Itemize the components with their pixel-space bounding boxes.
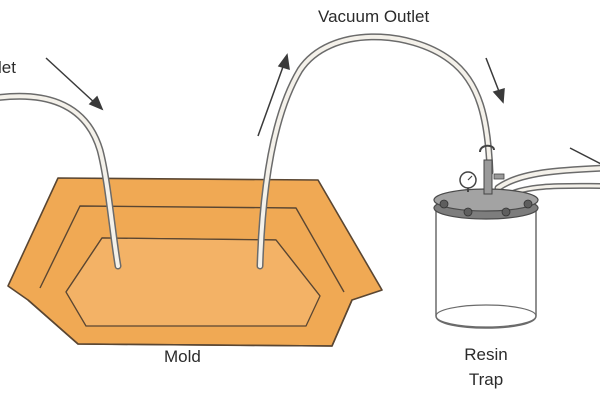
mold-inner-rim [39, 205, 345, 293]
inlet-tube-core [0, 94, 120, 268]
resin-trap [433, 144, 539, 329]
resin-trap-body [435, 206, 537, 329]
mold-cavity-floor [65, 237, 321, 327]
inlet-flow-arrow-icon [45, 57, 104, 111]
mold-label: Mold [164, 347, 201, 366]
resin-trap-bottom [435, 304, 537, 328]
mold [7, 177, 383, 347]
pressure-gauge-icon [459, 171, 477, 192]
vacuum-down-arrow-icon [485, 57, 505, 104]
lid-bolt [501, 207, 511, 217]
trap-inlet-valve [479, 144, 505, 195]
inlet-label: let [0, 58, 16, 77]
resin-trap-label-line1: Resin [464, 345, 507, 364]
vacuum-up-arrow-icon [257, 53, 290, 137]
resin-trap-label-line2: Trap [469, 370, 503, 389]
mold-front-edge [27, 299, 353, 347]
lid-bolt [439, 199, 449, 209]
tubes [0, 33, 600, 270]
vacuum-tube-core [258, 34, 492, 268]
vacuum-outlet-label: Vacuum Outlet [318, 7, 429, 26]
lid-bolt [463, 207, 473, 217]
pump-flow-arrow-icon [569, 147, 600, 165]
flow-arrows [45, 53, 600, 165]
pump-tube-core [496, 166, 600, 190]
lid-bolt [523, 199, 533, 209]
